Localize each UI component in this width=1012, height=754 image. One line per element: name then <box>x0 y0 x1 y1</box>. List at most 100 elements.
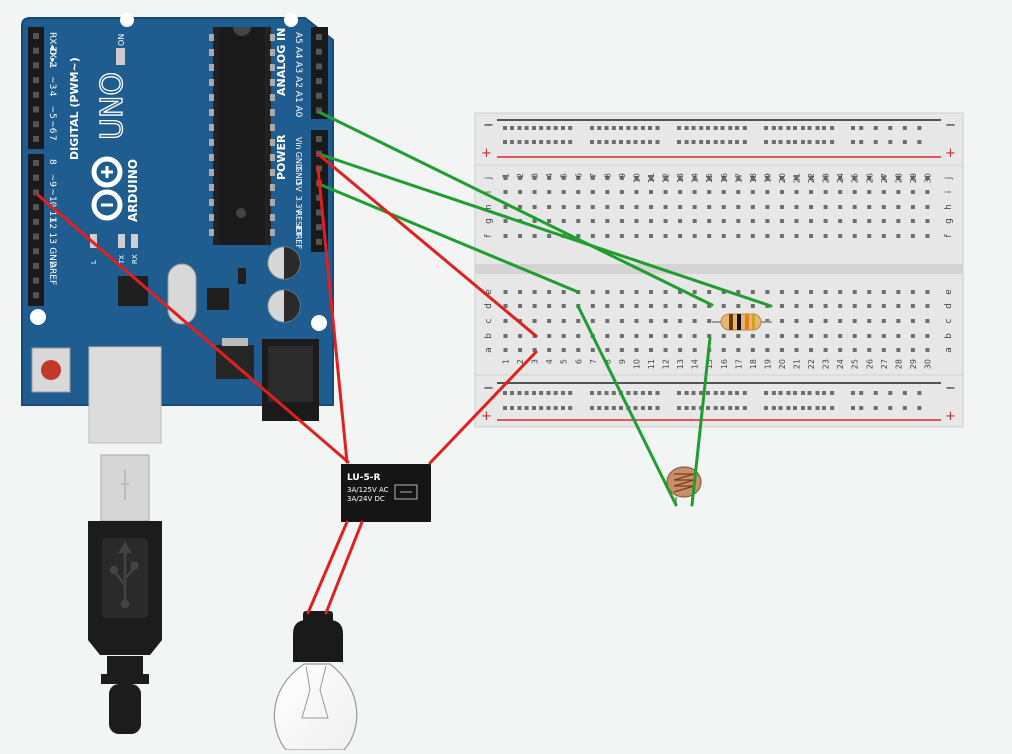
breadboard-hole[interactable] <box>925 205 930 209</box>
breadboard-hole[interactable] <box>881 348 886 352</box>
breadboard-hole[interactable] <box>576 219 581 223</box>
rail-hole[interactable] <box>830 126 835 130</box>
breadboard-hole[interactable] <box>532 290 537 294</box>
breadboard-hole[interactable] <box>503 334 508 338</box>
breadboard-hole[interactable] <box>503 348 508 352</box>
rail-hole[interactable] <box>568 406 573 410</box>
rail-hole[interactable] <box>546 406 551 410</box>
breadboard-hole[interactable] <box>605 319 610 323</box>
breadboard-hole[interactable] <box>590 234 595 238</box>
breadboard-hole[interactable] <box>910 205 915 209</box>
rail-hole[interactable] <box>524 126 529 130</box>
breadboard-hole[interactable] <box>707 290 712 294</box>
breadboard-hole[interactable] <box>721 205 726 209</box>
rail-hole[interactable] <box>648 391 652 395</box>
breadboard-hole[interactable] <box>721 234 726 238</box>
rail-hole[interactable] <box>902 406 907 410</box>
rail-hole[interactable] <box>626 126 631 130</box>
breadboard-hole[interactable] <box>649 290 653 294</box>
breadboard-hole[interactable] <box>561 334 566 338</box>
breadboard-hole[interactable] <box>867 190 872 194</box>
breadboard-hole[interactable] <box>561 304 566 308</box>
rail-hole[interactable] <box>553 391 558 395</box>
breadboard-hole[interactable] <box>532 205 537 209</box>
breadboard-hole[interactable] <box>852 348 857 352</box>
rail-hole[interactable] <box>539 126 544 130</box>
breadboard-hole[interactable] <box>750 348 755 352</box>
rail-hole[interactable] <box>503 140 507 144</box>
breadboard-hole[interactable] <box>707 205 712 209</box>
rail-hole[interactable] <box>815 406 820 410</box>
breadboard-hole[interactable] <box>736 334 741 338</box>
wire-5v-breadboard[interactable] <box>317 182 580 294</box>
breadboard-hole[interactable] <box>736 234 741 238</box>
breadboard-hole[interactable] <box>532 190 537 194</box>
breadboard-hole[interactable] <box>707 334 712 338</box>
breadboard-hole[interactable] <box>707 304 712 308</box>
breadboard-hole[interactable] <box>779 205 784 209</box>
breadboard-hole[interactable] <box>838 190 843 194</box>
rail-hole[interactable] <box>597 391 602 395</box>
breadboard-hole[interactable] <box>867 176 872 180</box>
rail-hole[interactable] <box>778 391 783 395</box>
breadboard-hole[interactable] <box>910 348 915 352</box>
rail-hole[interactable] <box>720 140 725 144</box>
breadboard-hole[interactable] <box>605 176 610 180</box>
rail-hole[interactable] <box>888 391 893 395</box>
breadboard-hole[interactable] <box>809 190 814 194</box>
breadboard-hole[interactable] <box>910 190 915 194</box>
rail-hole[interactable] <box>728 406 733 410</box>
rail-hole[interactable] <box>793 126 797 130</box>
rail-hole[interactable] <box>735 126 739 130</box>
breadboard-hole[interactable] <box>619 205 624 209</box>
pin-hole[interactable] <box>316 48 322 55</box>
breadboard-hole[interactable] <box>896 234 901 238</box>
rail-hole[interactable] <box>611 140 616 144</box>
breadboard-hole[interactable] <box>794 348 799 352</box>
rail-hole[interactable] <box>801 140 805 144</box>
breadboard-hole[interactable] <box>765 290 770 294</box>
rail-hole[interactable] <box>902 140 907 144</box>
breadboard-hole[interactable] <box>910 319 915 323</box>
breadboard-hole[interactable] <box>823 219 828 223</box>
breadboard-hole[interactable] <box>765 176 770 180</box>
rail-hole[interactable] <box>713 126 718 130</box>
breadboard-hole[interactable] <box>532 348 537 352</box>
wire-gnd-relay[interactable] <box>316 166 349 464</box>
rail-hole[interactable] <box>568 391 573 395</box>
breadboard-hole[interactable] <box>881 319 886 323</box>
rail-hole[interactable] <box>873 391 878 395</box>
breadboard-hole[interactable] <box>721 334 726 338</box>
breadboard-hole[interactable] <box>736 190 741 194</box>
breadboard-hole[interactable] <box>663 290 668 294</box>
breadboard-hole[interactable] <box>634 348 639 352</box>
rail-hole[interactable] <box>553 406 558 410</box>
rail-hole[interactable] <box>851 406 855 410</box>
rail-hole[interactable] <box>539 391 544 395</box>
rail-hole[interactable] <box>728 391 733 395</box>
rail-hole[interactable] <box>735 406 739 410</box>
breadboard-hole[interactable] <box>881 304 886 308</box>
breadboard-hole[interactable] <box>576 334 581 338</box>
breadboard-hole[interactable] <box>663 234 668 238</box>
rail-hole[interactable] <box>546 126 551 130</box>
rail-hole[interactable] <box>699 126 704 130</box>
breadboard-hole[interactable] <box>547 304 552 308</box>
rail-hole[interactable] <box>517 140 522 144</box>
wire-a0-resistor[interactable] <box>317 110 714 307</box>
breadboard-hole[interactable] <box>518 176 523 180</box>
breadboard-hole[interactable] <box>779 290 784 294</box>
breadboard-hole[interactable] <box>576 234 581 238</box>
breadboard-hole[interactable] <box>547 205 552 209</box>
breadboard-hole[interactable] <box>561 176 566 180</box>
rail-hole[interactable] <box>917 391 922 395</box>
rail-hole[interactable] <box>888 126 893 130</box>
breadboard-hole[interactable] <box>532 234 537 238</box>
rail-hole[interactable] <box>684 126 689 130</box>
breadboard-hole[interactable] <box>925 304 930 308</box>
breadboard-hole[interactable] <box>910 304 915 308</box>
breadboard-hole[interactable] <box>721 190 726 194</box>
breadboard-hole[interactable] <box>852 190 857 194</box>
breadboard-hole[interactable] <box>823 190 828 194</box>
rail-hole[interactable] <box>553 126 558 130</box>
